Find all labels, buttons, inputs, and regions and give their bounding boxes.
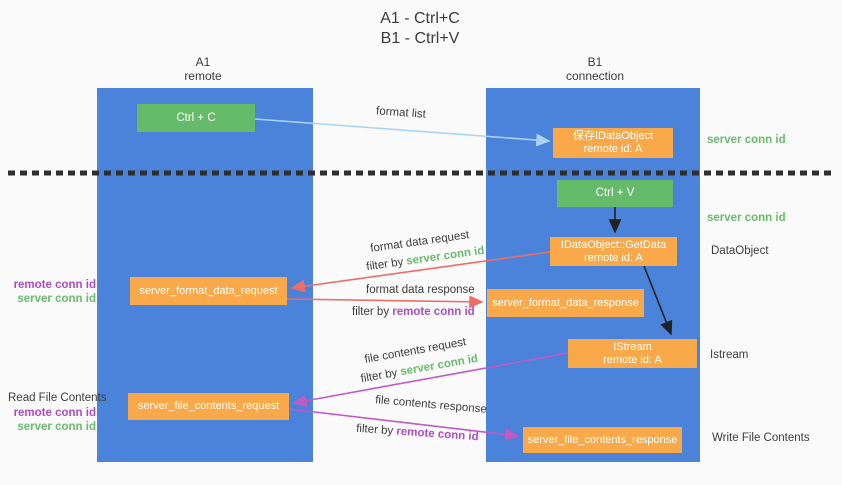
filter-by-text-4: filter by [355, 422, 397, 438]
server-conn-id-left-label-2: server conn id [17, 421, 96, 433]
filter-by-text-1: filter by [365, 255, 408, 274]
server-conn-id-left-label-1: server conn id [17, 293, 96, 305]
format-response-node: server_format_data_response [487, 289, 644, 317]
format-data-response-label: format data response [366, 284, 475, 296]
server-conn-id-label-1: server conn id [707, 134, 786, 146]
server-conn-id-label-2: server conn id [707, 212, 786, 224]
file-request-label: server_file_contents_request [137, 400, 280, 412]
getdata-line1: IDataObject::GetData [560, 238, 667, 251]
column-b1-role: connection [565, 69, 625, 83]
title-line-1: A1 - Ctrl+C [380, 10, 460, 27]
column-a1-role: remote [184, 69, 222, 83]
save-dataobject-node: 保存IDataObject remote id: A [553, 128, 673, 158]
remote-conn-id-label-2: remote conn id [13, 407, 96, 419]
getdata-line2: remote id: A [584, 251, 643, 264]
save-dataobject-line2: remote id: A [583, 143, 643, 155]
column-header-b1: B1 connection [535, 55, 655, 83]
file-response-label: server_file_contents_response [527, 433, 678, 446]
ctrl-v-node: Ctrl + V [557, 180, 673, 207]
ctrl-c-node: Ctrl + C [137, 104, 255, 132]
column-b1-id: B1 [587, 55, 603, 69]
filter-by-text-2: filter by [352, 306, 393, 318]
dataobject-label: DataObject [711, 245, 769, 257]
filter-by-text-3: filter by [359, 366, 402, 386]
file-contents-response-label: file contents response [374, 394, 488, 416]
title-line-2: B1 - Ctrl+V [380, 30, 460, 47]
file-request-node: server_file_contents_request [128, 393, 289, 420]
ctrl-v-label: Ctrl + V [595, 187, 635, 199]
istream-node: IStream remote id: A [568, 339, 697, 368]
istream-line2: remote id: A [603, 353, 662, 366]
format-list-label: format list [375, 105, 427, 121]
column-header-a1: A1 remote [143, 55, 263, 83]
filter-by-remote-conn-id-label-2: filter by remote conn id [356, 423, 479, 445]
diagram-title: A1 - Ctrl+C B1 - Ctrl+V [300, 9, 540, 49]
filter-value-2: remote conn id [392, 306, 475, 318]
format-request-label: server_format_data_request [139, 284, 278, 297]
getdata-node: IDataObject::GetData remote id: A [550, 237, 677, 266]
file-response-node: server_file_contents_response [523, 427, 682, 453]
istream-line1: IStream [613, 340, 652, 353]
read-file-contents-label: Read File Contents [8, 392, 107, 404]
remote-conn-id-label-1: remote conn id [13, 279, 96, 291]
filter-value-4: remote conn id [395, 425, 480, 444]
filter-by-remote-conn-id-label-1: filter by remote conn id [352, 306, 475, 319]
format-request-node: server_format_data_request [130, 277, 287, 305]
column-a1-id: A1 [195, 55, 211, 69]
format-response-label: server_format_data_response [492, 296, 639, 309]
format-request-to-response-arrow [286, 295, 484, 309]
ctrl-c-label: Ctrl + C [176, 111, 216, 124]
write-file-contents-label: Write File Contents [712, 432, 810, 444]
save-dataobject-line1: 保存IDataObject [572, 130, 654, 142]
istream-side-label: Istream [710, 349, 749, 361]
